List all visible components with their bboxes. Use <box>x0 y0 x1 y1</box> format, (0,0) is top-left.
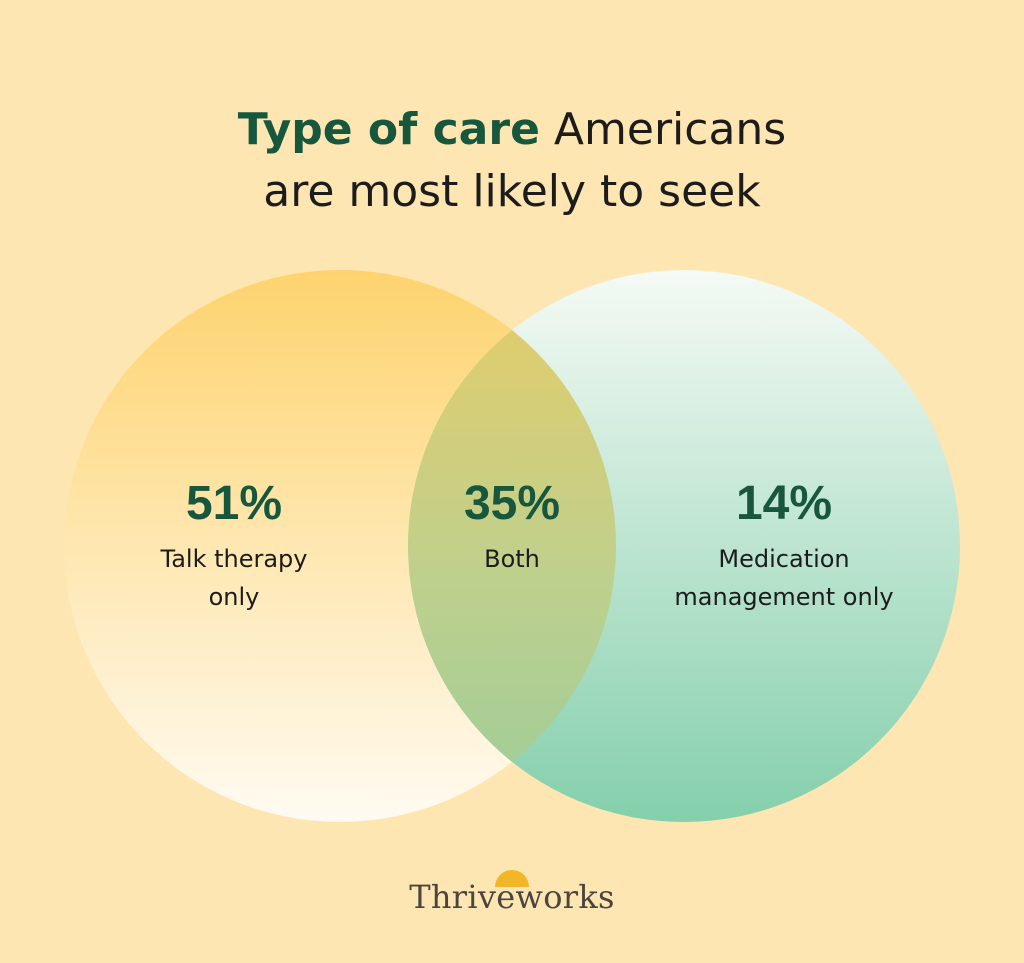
talk-therapy-stat: 51% Talk therapy only <box>114 476 354 616</box>
title-rest: Americans <box>539 104 787 156</box>
medication-label-line2: management only <box>674 583 894 611</box>
brand-logo: Thriveworks <box>0 870 1024 916</box>
both-percent: 35% <box>463 477 561 530</box>
title-highlight: Type of care <box>237 104 540 156</box>
page-title: Type of care Americans are most likely to… <box>0 99 1024 223</box>
medication-label: Medication management only <box>664 540 904 616</box>
talk-therapy-label-line1: Talk therapy <box>160 545 308 573</box>
talk-therapy-percent: 51% <box>185 477 283 530</box>
sun-icon <box>494 870 529 887</box>
title-line2: are most likely to seek <box>263 166 761 218</box>
brand-name: Thriveworks <box>409 878 615 916</box>
medication-percent: 14% <box>735 477 833 530</box>
both-stat: 35% Both <box>392 476 632 578</box>
talk-therapy-label-line2: only <box>208 583 260 611</box>
talk-therapy-label: Talk therapy only <box>114 540 354 616</box>
medication-label-line1: Medication <box>718 545 850 573</box>
medication-stat: 14% Medication management only <box>664 476 904 616</box>
both-label: Both <box>484 545 540 573</box>
overlap-region <box>408 270 616 822</box>
